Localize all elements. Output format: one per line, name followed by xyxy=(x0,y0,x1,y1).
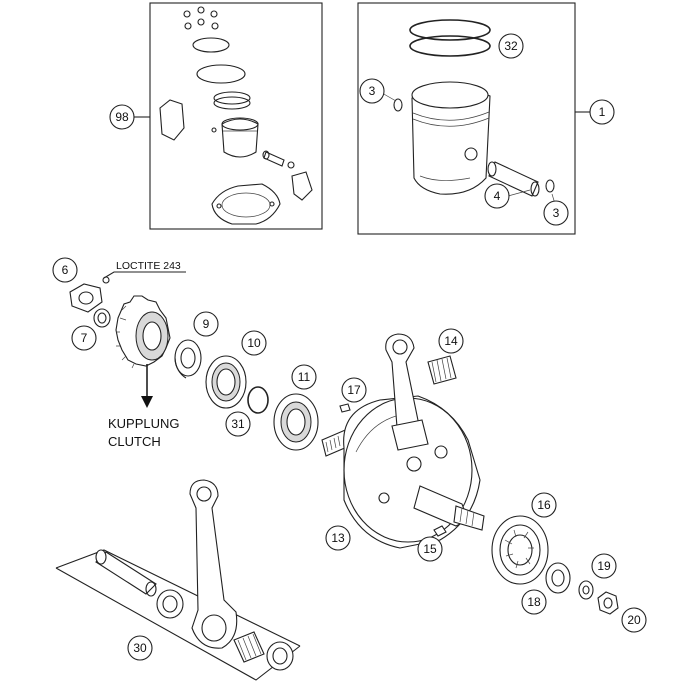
callout-6[interactable]: 6 xyxy=(52,257,78,283)
callout-3-upper[interactable]: 3 xyxy=(359,78,385,104)
callout-3-upper-label: 3 xyxy=(369,84,376,98)
piston-kit-box xyxy=(134,2,323,230)
shaft-seal-10 xyxy=(205,355,247,409)
piston-ring-lower xyxy=(409,35,491,57)
callout-19[interactable]: 19 xyxy=(591,553,617,579)
callout-3-lower[interactable]: 3 xyxy=(543,200,569,226)
o-ring-31 xyxy=(247,386,269,414)
callout-7-label: 7 xyxy=(81,331,88,345)
callout-13-label: 13 xyxy=(331,531,345,545)
loctite-label: LOCTITE 243 xyxy=(116,260,181,272)
piston-pin xyxy=(487,161,540,197)
main-bearing-11 xyxy=(273,393,319,451)
callout-17[interactable]: 17 xyxy=(341,377,367,403)
callout-1-label: 1 xyxy=(599,105,606,119)
piston-circlip-left xyxy=(393,98,403,112)
callout-18[interactable]: 18 xyxy=(521,589,547,615)
kit-frame xyxy=(149,2,323,230)
callout-1[interactable]: 1 xyxy=(589,99,615,125)
piston-circlip-right xyxy=(545,179,555,193)
callout-11[interactable]: 11 xyxy=(291,364,317,390)
kit-piston xyxy=(221,117,259,158)
kit-right-gasket xyxy=(291,171,313,201)
callout-19-label: 19 xyxy=(597,559,611,573)
piston-body xyxy=(411,81,491,195)
primary-gear-group xyxy=(69,271,186,408)
callout-4-label: 4 xyxy=(494,189,501,203)
piston-box xyxy=(357,2,590,235)
callout-9-label: 9 xyxy=(203,317,210,331)
callout-31-label: 31 xyxy=(231,417,245,431)
callout-10-label: 10 xyxy=(247,336,261,350)
callout-14[interactable]: 14 xyxy=(438,328,464,354)
callout-32-label: 32 xyxy=(504,39,518,53)
callout-3-lower-label: 3 xyxy=(553,206,560,220)
callout-32[interactable]: 32 xyxy=(498,33,524,59)
bearing-9 xyxy=(174,339,202,379)
woodruff-key-15 xyxy=(433,525,447,537)
callout-16-label: 16 xyxy=(537,498,551,512)
callout-16[interactable]: 16 xyxy=(531,492,557,518)
kit-ring-2 xyxy=(196,64,246,84)
needle-bearing-14 xyxy=(427,355,457,385)
loctite-leader xyxy=(103,271,186,279)
crank-nut xyxy=(69,283,103,313)
callout-17-label: 17 xyxy=(347,383,361,397)
piston-frame xyxy=(357,2,576,235)
callout-11-label: 11 xyxy=(298,370,311,384)
callout-7[interactable]: 7 xyxy=(71,325,97,351)
washer-19 xyxy=(578,580,594,600)
callout-15[interactable]: 15 xyxy=(417,536,443,562)
clutch-label: CLUTCH xyxy=(108,434,161,449)
kit-ring-3 xyxy=(213,91,251,105)
callout-30[interactable]: 30 xyxy=(127,635,153,661)
conrod-upper xyxy=(385,333,429,451)
callout-10[interactable]: 10 xyxy=(241,330,267,356)
callout-4[interactable]: 4 xyxy=(484,183,510,209)
callout-9[interactable]: 9 xyxy=(193,311,219,337)
callout-6-label: 6 xyxy=(62,263,69,277)
crankshaft-13 xyxy=(321,395,485,549)
kupplung-label: KUPPLUNG xyxy=(108,416,180,431)
callout-98-label: 98 xyxy=(115,110,129,124)
piston-ring-upper xyxy=(409,19,491,41)
callout-18-label: 18 xyxy=(527,595,541,609)
callout-13[interactable]: 13 xyxy=(325,525,351,551)
clutch-arrow-head xyxy=(141,396,153,408)
callout-20-label: 20 xyxy=(627,613,641,627)
crank-washer xyxy=(93,308,111,328)
nut-20 xyxy=(597,591,619,615)
primary-drive-gear xyxy=(115,295,171,369)
kit-ring-1 xyxy=(192,37,230,53)
kit-30-bracket-bottom xyxy=(55,567,301,681)
callout-20[interactable]: 20 xyxy=(621,607,647,633)
callout-15-label: 15 xyxy=(423,542,437,556)
callout-31[interactable]: 31 xyxy=(225,411,251,437)
kit-piston-pin xyxy=(262,150,285,167)
small-seal-rings xyxy=(183,6,219,30)
callout-14-label: 14 xyxy=(444,334,458,348)
main-bearing-16 xyxy=(491,515,549,585)
callout-30-label: 30 xyxy=(133,641,147,655)
kit-left-gasket xyxy=(159,99,185,141)
woodruff-key-17 xyxy=(339,403,351,413)
conrod-kit-30 xyxy=(55,479,301,681)
callout-98[interactable]: 98 xyxy=(109,104,135,130)
kit-base-gasket xyxy=(211,183,281,225)
spacer-18 xyxy=(545,562,571,594)
